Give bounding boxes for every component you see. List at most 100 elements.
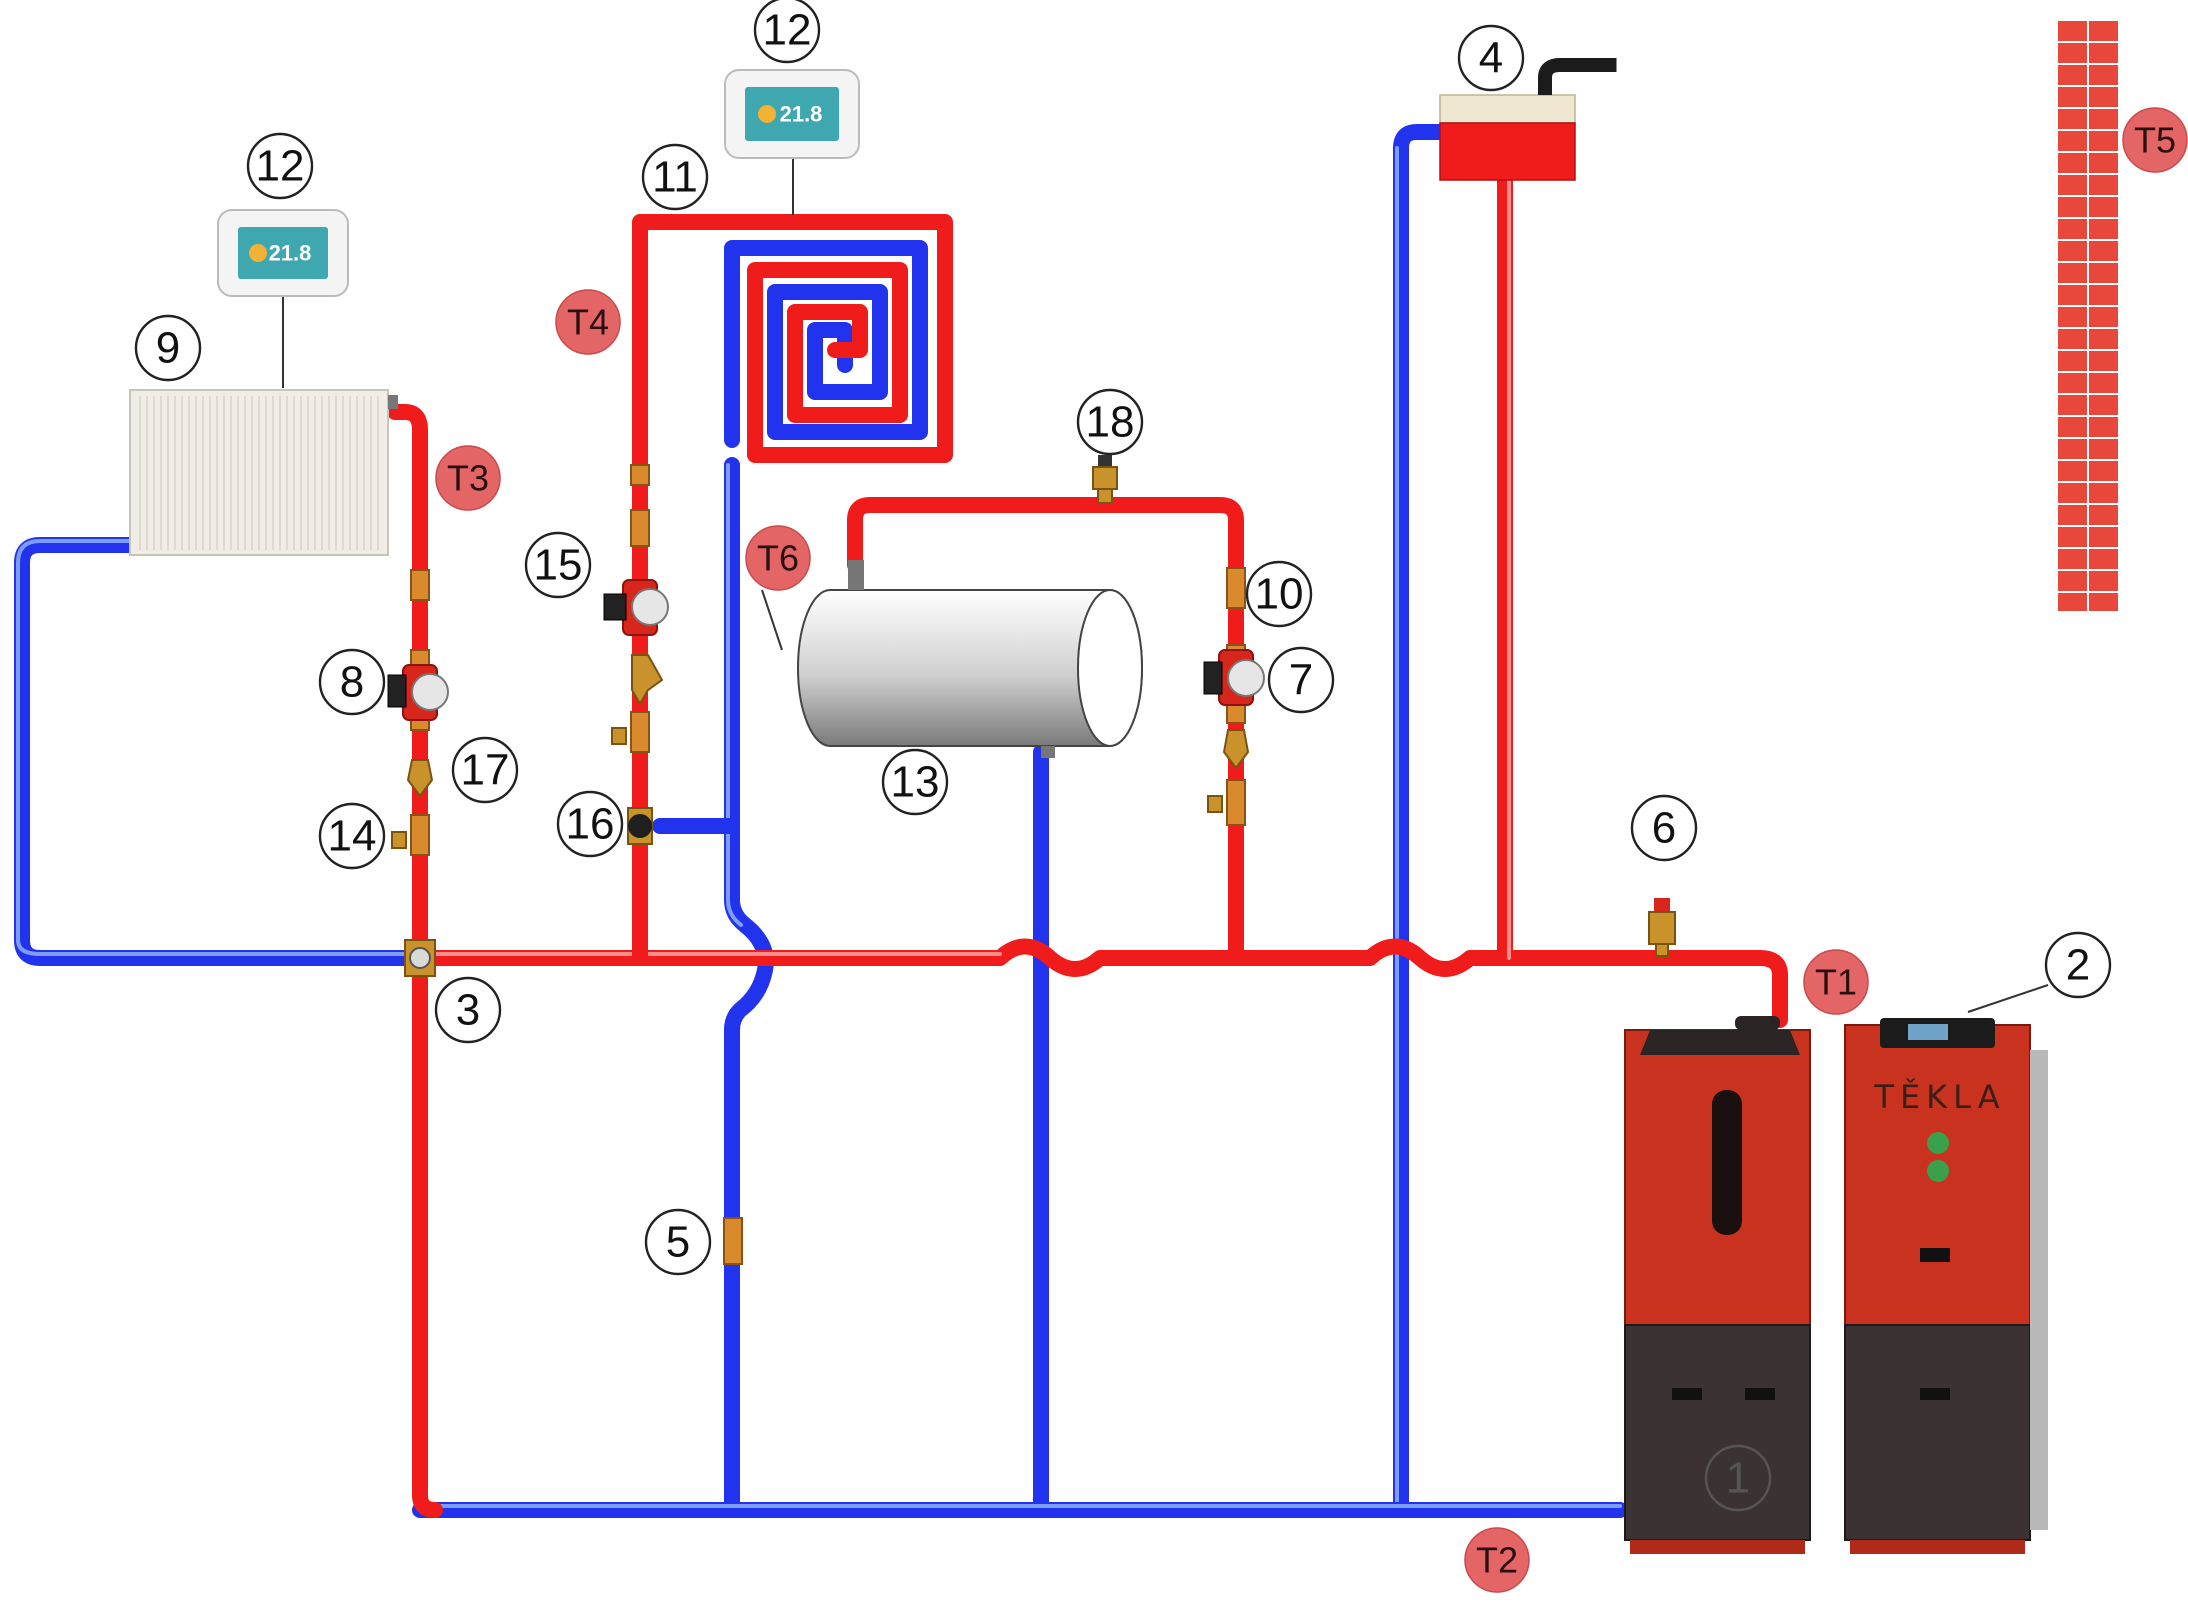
svg-text:T6: T6 [757,538,799,579]
chimney-brick [2056,525,2089,549]
chimney-brick [2056,239,2089,263]
callout-12-floor: 12 [753,0,821,64]
chimney-brick [2056,569,2089,593]
svg-text:14: 14 [328,812,377,861]
chimney-brick [2087,151,2120,175]
svg-text:T1: T1 [1815,962,1857,1003]
callout-18: 18 [1076,388,1144,456]
safety-valve [1648,898,1676,957]
chimney-brick [2056,63,2089,87]
chimney-brick [2087,371,2120,395]
chimney-brick [2056,437,2089,461]
chimney-brick [2056,107,2089,131]
chimney-brick [2056,85,2089,109]
sensor-t3: T3 [435,445,501,511]
chimney-brick [2087,393,2120,417]
chimney-brick [2087,173,2120,197]
chimney-brick [2056,415,2089,439]
sensor-t5: T5 [2122,107,2188,173]
room-thermostat-floor: 21.8 [724,69,860,159]
callout-16: 16 [556,790,624,858]
chimney-brick [2087,525,2120,549]
callouts: 1 2 3 4 5 6 7 8 9 10 11 12 12 13 14 15 1… [134,0,2112,1512]
chimney-brick [2056,129,2089,153]
svg-text:5: 5 [666,1218,690,1267]
temperature-sensors: T1 T2 T3 T4 T5 T6 [435,107,2188,1593]
radiator [129,389,398,556]
svg-text:12: 12 [256,142,305,191]
chimney-brick [2087,327,2120,351]
chimney-brick [2087,19,2120,43]
chimney-brick [2056,217,2089,241]
lead-lines [282,155,2049,1013]
svg-text:11: 11 [652,153,698,202]
chimney-brick [2087,503,2120,527]
sensor-t1: T1 [1803,949,1869,1015]
chimney-brick [2056,327,2089,351]
chimney-brick [2087,415,2120,439]
chimney-brick [2056,393,2089,417]
chimney-brick [2056,459,2089,483]
svg-text:T5: T5 [2134,120,2176,161]
chimney-brick [2056,173,2089,197]
chimney-brick [2056,41,2089,65]
chimney-brick [2087,85,2120,109]
chimney-brick [2087,459,2120,483]
chimney-brick [2056,19,2089,43]
callout-13: 13 [881,748,949,816]
chimney-brick [2087,261,2120,285]
callout-15: 15 [524,531,592,599]
automatic-air-vent [1092,455,1118,504]
sensor-t4: T4 [555,289,621,355]
svg-text:15: 15 [534,541,583,590]
chimney-brick [2087,283,2120,307]
chimney-brick [2056,371,2089,395]
chimney-brick [2087,349,2120,373]
pellet-boiler: TĚKLA [1624,1016,2048,1554]
chimney-brick [2087,591,2120,613]
svg-text:8: 8 [340,658,364,707]
svg-text:T3: T3 [447,458,489,499]
callout-1: 1 [1704,1444,1772,1512]
svg-text:12: 12 [763,6,812,55]
svg-text:T4: T4 [567,302,609,343]
svg-text:1: 1 [1726,1454,1750,1503]
return-pipes [14,124,1628,1518]
room-thermostat-radiator: 21.8 [217,209,349,297]
svg-text:3: 3 [456,986,480,1035]
three-way-valve [627,807,653,845]
callout-11: 11 [641,143,709,211]
chimney-brick [2056,261,2089,285]
svg-text:17: 17 [461,746,510,795]
svg-text:10: 10 [1255,570,1304,619]
chimney [2056,19,2120,613]
svg-text:6: 6 [1652,804,1676,853]
return-fitting [723,1217,743,1265]
svg-text:2: 2 [2066,941,2090,990]
svg-text:18: 18 [1086,398,1135,447]
chimney-brick [2087,217,2120,241]
pump-floor-heating [603,579,669,636]
chimney-brick [2087,547,2120,571]
flow-pipes [387,172,1788,1518]
chimney-brick [2087,41,2120,65]
svg-text:T2: T2 [1476,1540,1518,1581]
callout-3: 3 [434,976,502,1044]
chimney-brick [2087,129,2120,153]
callout-17: 17 [451,736,519,804]
chimney-brick [2056,305,2089,329]
callout-2: 2 [2044,931,2112,999]
chimney-brick [2056,195,2089,219]
callout-6: 6 [1630,794,1698,862]
chimney-brick [2087,107,2120,131]
callout-14: 14 [318,802,386,870]
chimney-brick [2087,63,2120,87]
mixing-valve [404,939,436,977]
callout-4: 4 [1457,24,1525,92]
callout-7: 7 [1267,646,1335,714]
chimney-brick [2056,481,2089,505]
boiler-brand: TĚKLA [1873,1078,2005,1116]
svg-text:16: 16 [566,800,615,849]
svg-text:13: 13 [891,758,940,807]
